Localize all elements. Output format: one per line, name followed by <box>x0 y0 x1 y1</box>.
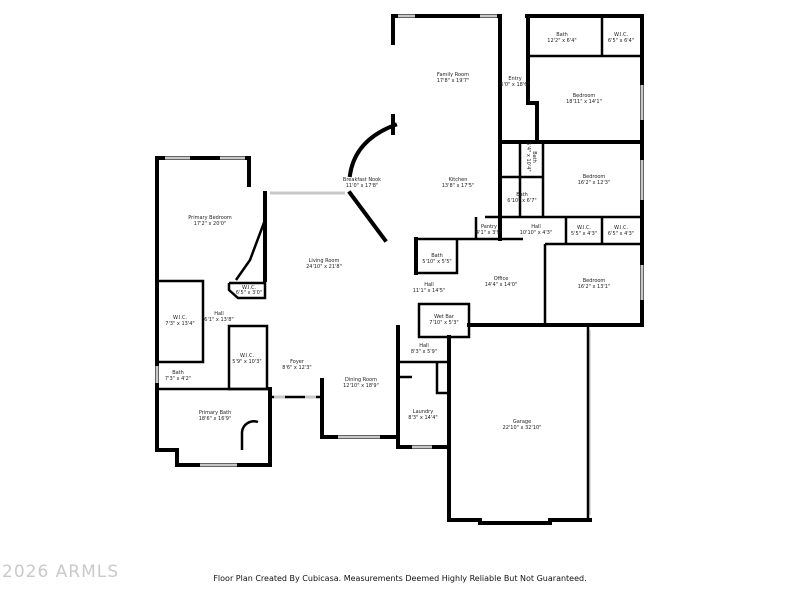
room-dims: 17'2" x 20'0" <box>194 221 227 227</box>
room-name: Kitchen <box>449 177 468 183</box>
room-name: Dining Room <box>345 377 377 383</box>
room-name: Bath <box>556 32 568 38</box>
room-name: Primary Bedroom <box>188 215 232 221</box>
room-name: Hall <box>531 224 541 230</box>
room-name: Family Room <box>437 72 469 78</box>
room-name: W.I.C. <box>577 225 592 231</box>
room-name: Garage <box>513 419 531 425</box>
room-dims: 7'3" x 4'2" <box>165 376 191 382</box>
room-name: Bedroom <box>583 174 606 180</box>
room-name: W.I.C. <box>240 353 255 359</box>
room-dims: 22'10" x 32'10" <box>503 425 542 431</box>
room-dims: 14'4" x 14'0" <box>485 282 518 288</box>
room-dims: 13'8" x 17'5" <box>442 183 475 189</box>
room-dims: 8'3" x 14'4" <box>408 415 437 421</box>
room-name: W.I.C. <box>614 32 629 38</box>
room-dims: 6'5" x 3'0" <box>236 290 262 296</box>
room-name: Hall <box>214 311 224 317</box>
room-dims: 18'11" x 14'1" <box>566 99 602 105</box>
room-name: Bath <box>516 192 528 198</box>
room-name: Living Room <box>309 258 340 264</box>
room-name: Wet Bar <box>434 314 455 320</box>
room-name: Entry <box>508 76 521 82</box>
room-name: Primary Bath <box>199 410 232 416</box>
room-dims: 6'5" x 4'3" <box>608 231 634 237</box>
room-name: Breakfast Nook <box>343 177 381 183</box>
room-dims: 16'2" x 13'1" <box>578 284 611 290</box>
room-name: Bath <box>172 370 184 376</box>
room-dims: 4'1" x 3'9" <box>476 230 502 236</box>
room-name: Foyer <box>290 359 305 365</box>
walls <box>155 14 644 525</box>
room-dims: 10'10" x 4'3" <box>520 230 553 236</box>
room-name: Bath <box>431 253 443 259</box>
room-dims: 6'1" x 13'8" <box>204 317 233 323</box>
room-dims: 8'3" x 5'9" <box>411 349 437 355</box>
room-dims: 18'6" x 16'9" <box>199 416 232 422</box>
room-name: Bedroom <box>573 93 596 99</box>
room-name: Laundry <box>413 409 433 415</box>
room-dims: 5'4" x 10'4" <box>525 142 531 171</box>
room-dims: 17'8" x 19'7" <box>437 78 470 84</box>
room-name: Pantry <box>481 224 497 230</box>
room-dims: 5'10" x 5'5" <box>422 259 451 265</box>
room-dims: 11'1" x 14'5" <box>413 288 446 294</box>
room-name: Office <box>494 276 509 282</box>
room-dims: 7'3" x 13'4" <box>165 321 194 327</box>
room-dims: 7'10" x 5'3" <box>429 320 458 326</box>
room-dims: 12'2" x 6'4" <box>547 38 576 44</box>
room-name: Hall <box>424 282 434 288</box>
room-dims: 8'6" x 12'3" <box>282 365 311 371</box>
room-name: W.I.C. <box>242 285 257 291</box>
room-dims: 6'0" x 18'6" <box>500 82 529 88</box>
room-name: Bath <box>531 151 537 163</box>
room-name: Bedroom <box>583 278 606 284</box>
room-dims: 5'5" x 4'3" <box>571 231 597 237</box>
room-dims: 6'10" x 6'7" <box>507 198 536 204</box>
room-dims: 16'2" x 12'3" <box>578 180 611 186</box>
credit-text: Floor Plan Created By Cubicasa. Measurem… <box>213 574 587 583</box>
room-name: W.I.C. <box>173 315 188 321</box>
room-dims: 24'10" x 21'8" <box>306 264 342 270</box>
room-dims: 6'5" x 6'4" <box>608 38 634 44</box>
room-dims: 12'10" x 18'9" <box>343 383 379 389</box>
room-labels: Family Room 17'8" x 19'7" Entry 6'0" x 1… <box>165 32 634 431</box>
room-name: W.I.C. <box>614 225 629 231</box>
room-dims: 11'0" x 17'8" <box>346 183 379 189</box>
windows <box>155 14 644 515</box>
room-name: Hall <box>419 343 429 349</box>
watermark: 2026 ARMLS <box>2 562 120 582</box>
room-dims: 5'9" x 10'3" <box>232 359 261 365</box>
